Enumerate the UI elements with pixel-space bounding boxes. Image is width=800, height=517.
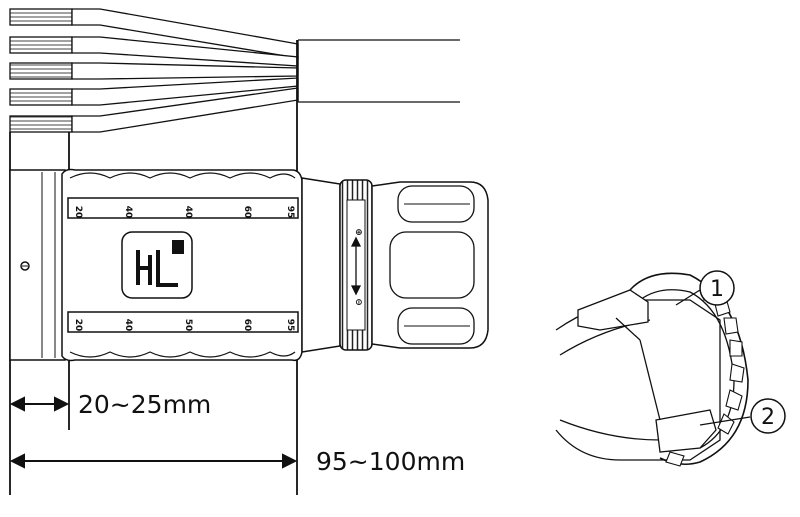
callout-1: 1 bbox=[675, 270, 735, 306]
scale-strip-top bbox=[67, 197, 299, 219]
dimension-short bbox=[9, 396, 70, 412]
scale-mark: 40 bbox=[123, 319, 133, 332]
detail-knurl bbox=[665, 281, 745, 467]
scale-mark: 40 bbox=[123, 206, 133, 219]
scale-mark: 60 bbox=[242, 206, 252, 219]
scale-mark: 20 bbox=[73, 319, 83, 332]
callout-number-1: 1 bbox=[710, 277, 724, 302]
double-arrow-icon bbox=[350, 236, 362, 296]
top-grip-ridges bbox=[69, 172, 296, 179]
taper-collar bbox=[301, 177, 341, 353]
dimension-long bbox=[9, 453, 298, 469]
callout-number-2: 2 bbox=[761, 405, 775, 430]
bottom-grip-ridges bbox=[69, 351, 296, 358]
scale-mark: 40 bbox=[183, 206, 193, 219]
rear-gland bbox=[9, 169, 66, 361]
lock-symbol-icon: ⊖ bbox=[353, 298, 363, 306]
insulated-wires bbox=[71, 8, 299, 133]
scale-labels-bottom: 20 40 50 60 95 bbox=[73, 319, 295, 332]
detail-ring bbox=[629, 272, 749, 466]
nut-lobes bbox=[389, 185, 475, 345]
wire-group bbox=[9, 8, 460, 133]
scale-mark: 95 bbox=[285, 206, 295, 219]
dimension-long-label: 95~100mm bbox=[316, 447, 465, 476]
scale-mark: 60 bbox=[242, 319, 252, 332]
scale-mark: 95 bbox=[285, 319, 295, 332]
hl-logo-icon bbox=[136, 240, 184, 287]
latch-tab-1 bbox=[577, 289, 649, 331]
unlock-symbol-icon: ⊕ bbox=[353, 228, 363, 236]
dimension-short-label: 20~25mm bbox=[78, 390, 211, 419]
connector-housing bbox=[9, 168, 489, 362]
scale-mark: 50 bbox=[183, 319, 193, 332]
detail-view bbox=[555, 272, 749, 467]
stripped-conductors bbox=[9, 8, 73, 133]
scale-labels-top: 20 40 40 60 95 bbox=[73, 206, 295, 219]
scale-mark: 20 bbox=[73, 206, 83, 219]
cable-jacket bbox=[297, 39, 460, 103]
callout-2: 2 bbox=[699, 398, 786, 434]
scale-strip-bottom bbox=[67, 311, 299, 333]
latch-tab-2 bbox=[655, 409, 717, 453]
